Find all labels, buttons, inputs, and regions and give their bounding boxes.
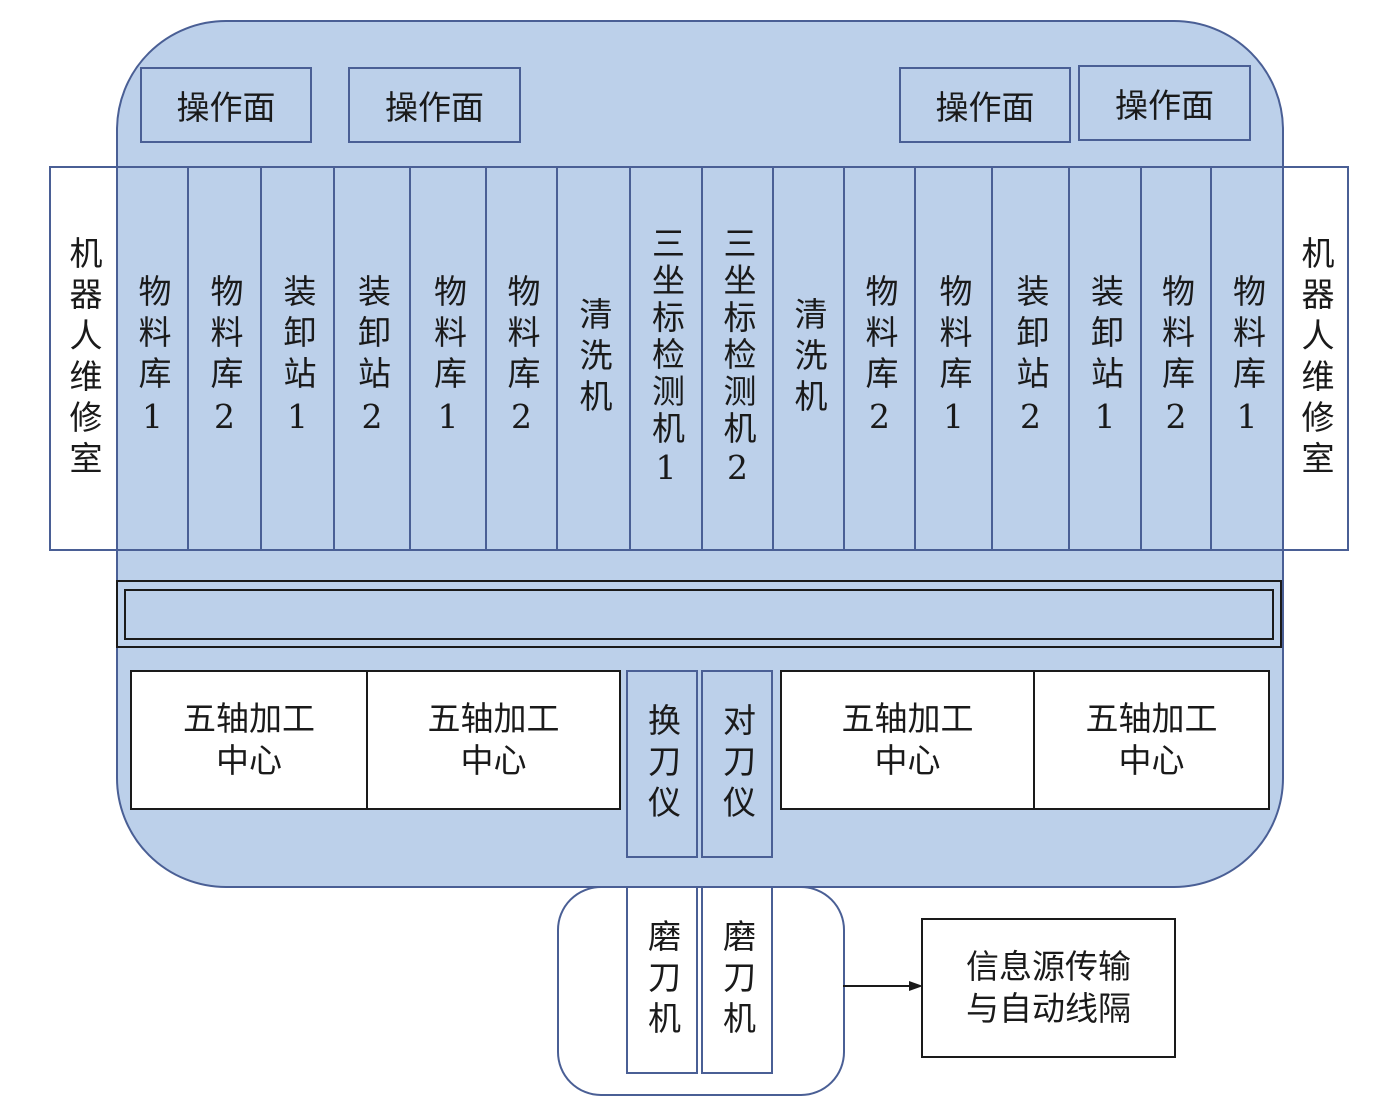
robot-maintenance-room-left: 机器人维修室 xyxy=(49,166,118,551)
machining-center-label-3: 五轴加工 中心 xyxy=(841,699,974,780)
station-material-store-1b: 物料库1 xyxy=(409,166,487,551)
tool-setter: 对刀仪 xyxy=(701,670,773,858)
station-cmm-1: 三坐标检测机1 xyxy=(629,166,703,551)
station-material-store-1: 物料库1 xyxy=(116,166,189,551)
station-material-store-2b: 物料库2 xyxy=(485,166,558,551)
station-material-store-2d: 物料库2 xyxy=(1140,166,1212,551)
five-axis-machining-center-3: 五轴加工 中心 xyxy=(780,670,1035,810)
operation-face-2: 操作面 xyxy=(348,67,521,143)
station-loading-2: 装卸站2 xyxy=(333,166,411,551)
arrow-connector xyxy=(843,981,923,991)
station-material-store-2: 物料库2 xyxy=(187,166,262,551)
station-loading-1: 装卸站1 xyxy=(260,166,335,551)
station-loading-2b: 装卸站2 xyxy=(991,166,1070,551)
tool-changer: 换刀仪 xyxy=(626,670,698,858)
operation-face-3: 操作面 xyxy=(899,67,1071,143)
five-axis-machining-center-4: 五轴加工 中心 xyxy=(1033,670,1270,810)
operation-face-4: 操作面 xyxy=(1078,65,1251,141)
info-source-box: 信息源传输 与自动线隔 xyxy=(921,918,1176,1058)
machining-center-label-4: 五轴加工 中心 xyxy=(1085,699,1218,780)
station-washer-right: 清洗机 xyxy=(772,166,845,551)
station-loading-1b: 装卸站1 xyxy=(1068,166,1142,551)
tool-grinder-2: 磨刀机 xyxy=(701,886,773,1074)
five-axis-machining-center-1: 五轴加工 中心 xyxy=(130,670,368,810)
operation-face-1: 操作面 xyxy=(140,67,312,143)
machining-center-label-2: 五轴加工 中心 xyxy=(427,699,560,780)
station-material-store-2c: 物料库2 xyxy=(843,166,916,551)
five-axis-machining-center-2: 五轴加工 中心 xyxy=(366,670,621,810)
info-source-label: 信息源传输 与自动线隔 xyxy=(966,947,1131,1028)
station-material-store-1c: 物料库1 xyxy=(914,166,993,551)
station-cmm-2: 三坐标检测机2 xyxy=(701,166,774,551)
station-washer-left: 清洗机 xyxy=(556,166,631,551)
tool-grinder-1: 磨刀机 xyxy=(626,886,698,1074)
conveyor-rail-inner xyxy=(124,589,1274,640)
arrow-head-icon xyxy=(909,981,923,991)
machining-center-label-1: 五轴加工 中心 xyxy=(183,699,315,780)
station-material-store-1d: 物料库1 xyxy=(1210,166,1284,551)
robot-maintenance-room-right: 机器人维修室 xyxy=(1282,166,1349,551)
